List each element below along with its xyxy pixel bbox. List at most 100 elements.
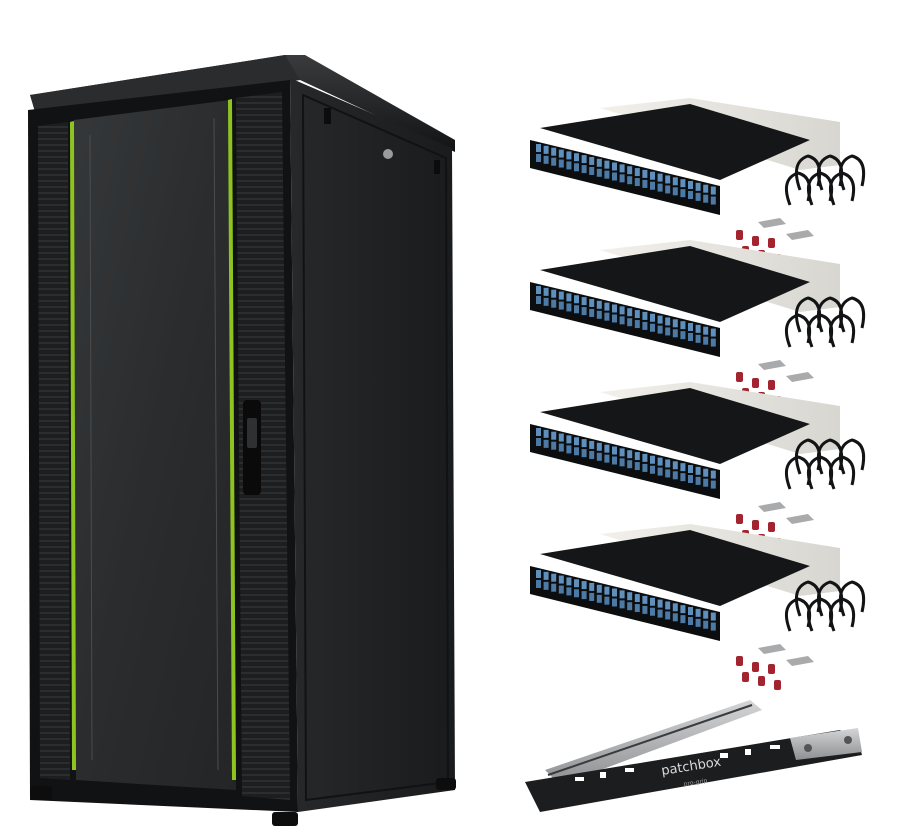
fiber-connector xyxy=(589,582,595,591)
fiber-connector xyxy=(627,318,633,327)
fiber-connector xyxy=(566,161,572,170)
fiber-connector xyxy=(665,601,671,610)
fiber-connector xyxy=(672,603,678,612)
fiber-connector xyxy=(688,333,693,341)
fiber-connector xyxy=(566,303,572,312)
fiber-connector xyxy=(536,144,541,152)
fiber-connector xyxy=(627,460,633,469)
fiber-connector xyxy=(695,324,701,333)
fiber-connector xyxy=(650,465,655,474)
fiber-connector xyxy=(596,300,602,309)
fiber-connector xyxy=(558,159,564,168)
fiber-connector xyxy=(543,297,549,306)
fiber-connector xyxy=(551,289,557,298)
dust-plug xyxy=(768,238,775,248)
fiber-connector xyxy=(589,592,595,601)
panel-body xyxy=(540,246,810,322)
fiber-connector xyxy=(612,172,617,181)
fiber-connector xyxy=(619,174,625,183)
fiber-connector xyxy=(604,302,610,311)
cable-ring xyxy=(838,580,866,617)
fiber-connector xyxy=(574,447,579,456)
fiber-connector xyxy=(558,575,564,584)
fiber-connector xyxy=(688,607,693,615)
fiber-connector xyxy=(581,449,587,458)
fiber-connector xyxy=(688,465,693,473)
fiber-connector xyxy=(581,155,587,164)
fiber-connector xyxy=(551,147,557,156)
fiber-connector xyxy=(665,185,671,194)
fiber-connector xyxy=(642,169,648,178)
cable-ring xyxy=(828,597,856,632)
fiber-connector xyxy=(695,334,701,343)
fiber-connector xyxy=(672,613,678,622)
fiber-connector xyxy=(574,589,579,598)
fiber-connector xyxy=(657,183,663,192)
fiber-connector xyxy=(543,439,549,448)
fiber-connector xyxy=(634,452,640,461)
fiber-connector xyxy=(543,581,549,590)
fiber-connector xyxy=(558,301,564,310)
fiber-connector xyxy=(657,467,663,476)
dust-plug xyxy=(758,676,765,686)
fiber-connector xyxy=(589,166,595,175)
fiber-connector xyxy=(596,168,602,177)
fiber-connector xyxy=(695,466,701,475)
fiber-connector xyxy=(695,476,701,485)
fiber-connector xyxy=(574,153,579,162)
fiber-connector xyxy=(619,458,625,467)
fiber-connector xyxy=(657,325,663,334)
fiber-connector xyxy=(688,191,693,199)
front-vent-left xyxy=(38,122,70,780)
fiber-connector xyxy=(642,321,648,330)
cabinet-side-panel xyxy=(290,78,455,812)
fiber-connector xyxy=(642,605,648,614)
fiber-connector xyxy=(536,438,541,446)
fiber-connector xyxy=(574,305,579,314)
dust-plug xyxy=(768,522,775,532)
fiber-connector xyxy=(642,595,648,604)
dust-plug xyxy=(768,664,775,674)
server-cabinet xyxy=(28,55,456,826)
fiber-connector xyxy=(672,187,678,196)
fiber-connector xyxy=(566,293,572,302)
fiber-connector xyxy=(612,598,617,607)
fiber-connector xyxy=(710,328,716,337)
fiber-connector xyxy=(665,317,671,326)
fiber-connector xyxy=(672,177,678,186)
cable-ring xyxy=(838,438,866,475)
fiber-connector xyxy=(596,584,602,593)
fiber-connector xyxy=(596,442,602,451)
fiber-connector xyxy=(612,162,617,171)
rack-rail xyxy=(89,117,219,771)
fiber-connector xyxy=(604,312,610,321)
fiber-connector xyxy=(703,184,709,193)
fiber-connector xyxy=(710,470,716,479)
patch-panel xyxy=(530,98,866,264)
door-glass xyxy=(74,100,236,790)
dust-plug xyxy=(752,662,759,672)
fiber-connector xyxy=(627,592,633,601)
fiber-connector xyxy=(612,304,617,313)
fiber-connector xyxy=(665,459,671,468)
dust-plug xyxy=(742,672,749,682)
fiber-connector xyxy=(680,179,686,188)
fiber-connector xyxy=(543,429,549,438)
fiber-connector xyxy=(604,444,610,453)
fiber-connector xyxy=(627,166,633,175)
fiber-connector xyxy=(642,463,648,472)
fiber-connector xyxy=(634,604,640,613)
fiber-connector xyxy=(650,607,655,616)
fiber-connector xyxy=(604,160,610,169)
fiber-connector xyxy=(657,609,663,618)
fiber-connector xyxy=(703,336,709,345)
fiber-connector xyxy=(688,475,693,483)
cable-ring xyxy=(828,313,856,348)
fiber-connector xyxy=(627,176,633,185)
fiber-connector xyxy=(566,587,572,596)
fiber-connector xyxy=(703,620,709,629)
fiber-connector xyxy=(688,323,693,331)
fiber-connector xyxy=(642,311,648,320)
fiber-connector xyxy=(634,462,640,471)
fiber-connector xyxy=(551,157,557,166)
